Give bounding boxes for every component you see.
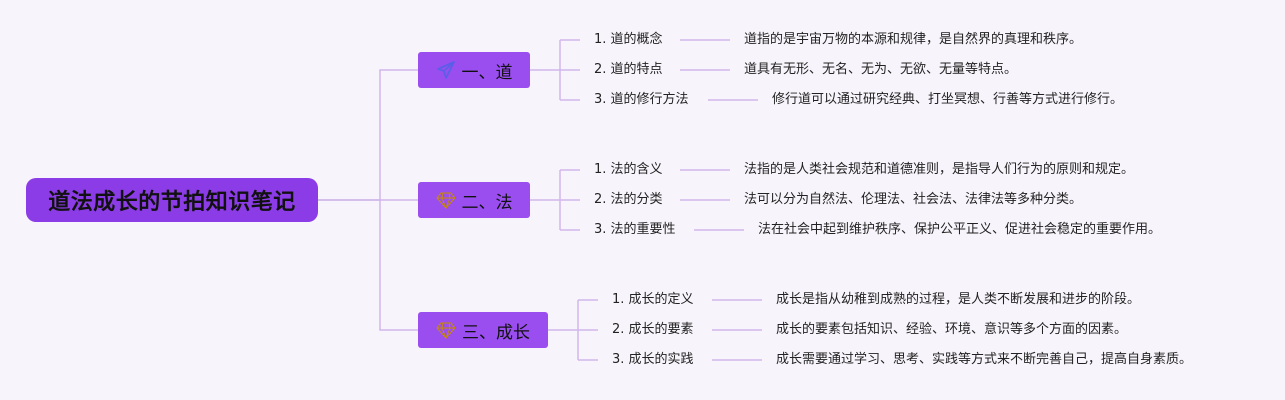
topic-label[interactable]: 3. 法的重要性 (594, 222, 676, 237)
topic-description: 道具有无形、无名、无为、无欲、无量等特点。 (744, 62, 1018, 77)
topic-label[interactable]: 2. 成长的要素 (612, 322, 694, 337)
topic-label[interactable]: 3. 道的修行方法 (594, 92, 689, 107)
topic-description: 法在社会中起到维护秩序、保护公平正义、促进社会稳定的重要作用。 (758, 222, 1162, 237)
topic-description: 法可以分为自然法、伦理法、社会法、法律法等多种分类。 (744, 192, 1083, 207)
root-to-branch-1-connector (318, 69, 418, 201)
branch-node-fa[interactable]: 二、法 (418, 182, 530, 218)
branch-2-item-connectors (530, 169, 580, 231)
root-node[interactable]: 道法成长的节拍知识笔记 (26, 178, 318, 222)
root-title: 道法成长的节拍知识笔记 (48, 190, 296, 215)
branch-1-item-connectors (530, 39, 580, 101)
branch-node-chengzhang[interactable]: 三、成长 (418, 312, 548, 348)
topic-label[interactable]: 1. 成长的定义 (612, 292, 694, 307)
topic-description: 成长是指从幼稚到成熟的过程，是人类不断发展和进步的阶段。 (776, 292, 1141, 307)
branch-label: 三、成长 (462, 322, 530, 343)
topic-label[interactable]: 1. 法的含义 (594, 162, 663, 177)
topic-description: 道指的是宇宙万物的本源和规律，是自然界的真理和秩序。 (744, 32, 1083, 47)
gem-icon (436, 320, 456, 340)
paper-plane-icon (436, 60, 456, 80)
topic-description: 成长的要素包括知识、经验、环境、意识等多个方面的因素。 (776, 322, 1128, 337)
topic-description: 成长需要通过学习、思考、实践等方式来不断完善自己，提高自身素质。 (776, 352, 1193, 367)
topic-description: 修行道可以通过研究经典、打坐冥想、行善等方式进行修行。 (772, 92, 1124, 107)
branch-node-dao[interactable]: 一、道 (418, 52, 530, 88)
branch-label: 一、道 (461, 62, 513, 83)
topic-label[interactable]: 2. 法的分类 (594, 192, 663, 207)
gem-icon (435, 190, 456, 210)
topic-label[interactable]: 3. 成长的实践 (612, 352, 694, 367)
branch-3-item-connectors (548, 299, 598, 361)
branch-label: 二、法 (461, 192, 513, 213)
topic-description: 法指的是人类社会规范和道德准则，是指导人们行为的原则和规定。 (744, 162, 1135, 177)
topic-label[interactable]: 2. 道的特点 (594, 62, 663, 77)
topic-label[interactable]: 1. 道的概念 (594, 32, 663, 47)
root-to-branch-3-connector (379, 200, 418, 331)
